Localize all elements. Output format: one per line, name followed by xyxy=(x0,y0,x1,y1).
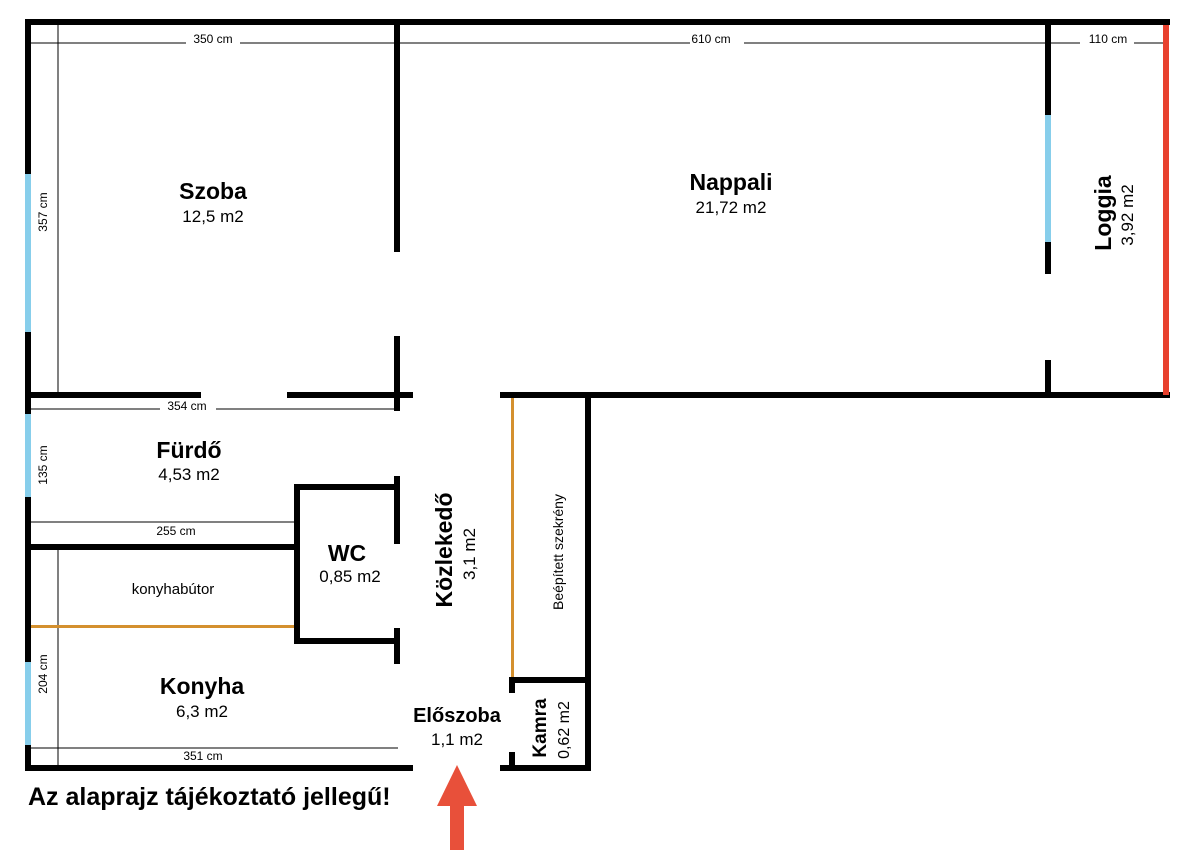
room-furdo-area: 4,53 m2 xyxy=(158,465,219,484)
wall-szoba-nappali-lower xyxy=(394,336,400,411)
windows xyxy=(25,115,1051,745)
room-konyha-name: Konyha xyxy=(160,673,245,699)
dim-furdo-width: 354 cm xyxy=(167,399,206,413)
dimension-labels: 350 cm 610 cm 110 cm 357 cm 354 cm 135 c… xyxy=(36,32,1134,764)
wardrobe-line xyxy=(511,398,514,677)
room-eloszoba-name: Előszoba xyxy=(413,705,502,727)
room-nappali-name: Nappali xyxy=(689,169,772,195)
kitchen-cabinet-line xyxy=(31,625,294,628)
wall-loggia-upper xyxy=(1045,19,1051,115)
wall-left-3 xyxy=(25,497,31,662)
wall-szoba-nappali-upper xyxy=(394,19,400,252)
entry-arrow-icon xyxy=(437,765,477,850)
room-kamra-area: 0,62 m2 xyxy=(556,701,573,759)
room-loggia-area: 3,92 m2 xyxy=(1118,184,1137,245)
dim-szoba-height: 357 cm xyxy=(36,192,50,231)
room-konyha-area: 6,3 m2 xyxy=(176,702,228,721)
room-eloszoba-area: 1,1 m2 xyxy=(431,730,483,749)
room-szoba-name: Szoba xyxy=(179,178,247,204)
wall-wardrobe-right xyxy=(585,392,591,771)
wall-left-1 xyxy=(25,19,31,174)
dim-konyha-height: 204 cm xyxy=(36,654,50,693)
wall-loggia-lower xyxy=(1045,360,1051,396)
disclaimer-note: Az alaprajz tájékoztató jellegű! xyxy=(28,783,391,811)
loggia-railing xyxy=(1163,25,1169,395)
dim-nappali-width: 610 cm xyxy=(691,32,730,46)
wall-wc-bottom xyxy=(294,638,400,644)
label-beepitett-szekreny: Beépített szekrény xyxy=(550,494,566,610)
wall-bottom-left xyxy=(25,765,413,771)
dim-szoba-width: 350 cm xyxy=(193,32,232,46)
wall-furdo-konyha xyxy=(25,544,300,550)
wall-kamra-left-lower xyxy=(509,752,515,771)
room-nappali-area: 21,72 m2 xyxy=(696,198,767,217)
wall-left-2 xyxy=(25,332,31,414)
wall-left-4 xyxy=(25,745,31,771)
wall-szoba-bottom-left xyxy=(25,392,201,398)
dim-loggia-width: 110 cm xyxy=(1089,32,1127,46)
wall-bottom-right xyxy=(500,765,591,771)
window-szoba xyxy=(25,174,31,332)
wall-nappali-bottom xyxy=(500,392,1170,398)
wall-corridor-left-1 xyxy=(394,476,400,544)
room-kozlekedo-area: 3,1 m2 xyxy=(460,528,479,580)
room-kozlekedo-name: Közlekedő xyxy=(431,492,457,607)
window-konyha xyxy=(25,662,31,745)
room-wc-name: WC xyxy=(328,540,366,566)
wall-kamra-left xyxy=(509,677,515,693)
room-kamra-name: Kamra xyxy=(530,698,551,758)
room-furdo-name: Fürdő xyxy=(156,437,221,463)
window-furdo xyxy=(25,414,31,497)
room-labels: Szoba 12,5 m2 Nappali 21,72 m2 Loggia 3,… xyxy=(156,169,1137,759)
room-wc-area: 0,85 m2 xyxy=(319,567,380,586)
room-szoba-area: 12,5 m2 xyxy=(182,207,243,226)
wall-loggia-middle xyxy=(1045,242,1051,274)
wall-wc-top xyxy=(294,484,400,490)
window-loggia-door xyxy=(1045,115,1051,242)
wall-kamra-top xyxy=(509,677,591,683)
label-konyhabutor: konyhabútor xyxy=(132,581,215,598)
wall-szoba-bottom-right xyxy=(287,392,413,398)
walls xyxy=(25,19,1170,771)
dim-furdo-height: 135 cm xyxy=(36,445,50,484)
dim-kitchen-cabinet-width: 255 cm xyxy=(156,524,195,538)
room-loggia-name: Loggia xyxy=(1090,175,1116,251)
dim-konyha-width: 351 cm xyxy=(183,749,222,763)
wall-wc-left xyxy=(294,484,300,644)
wall-corridor-left-2 xyxy=(394,628,400,664)
wall-top xyxy=(25,19,1170,25)
